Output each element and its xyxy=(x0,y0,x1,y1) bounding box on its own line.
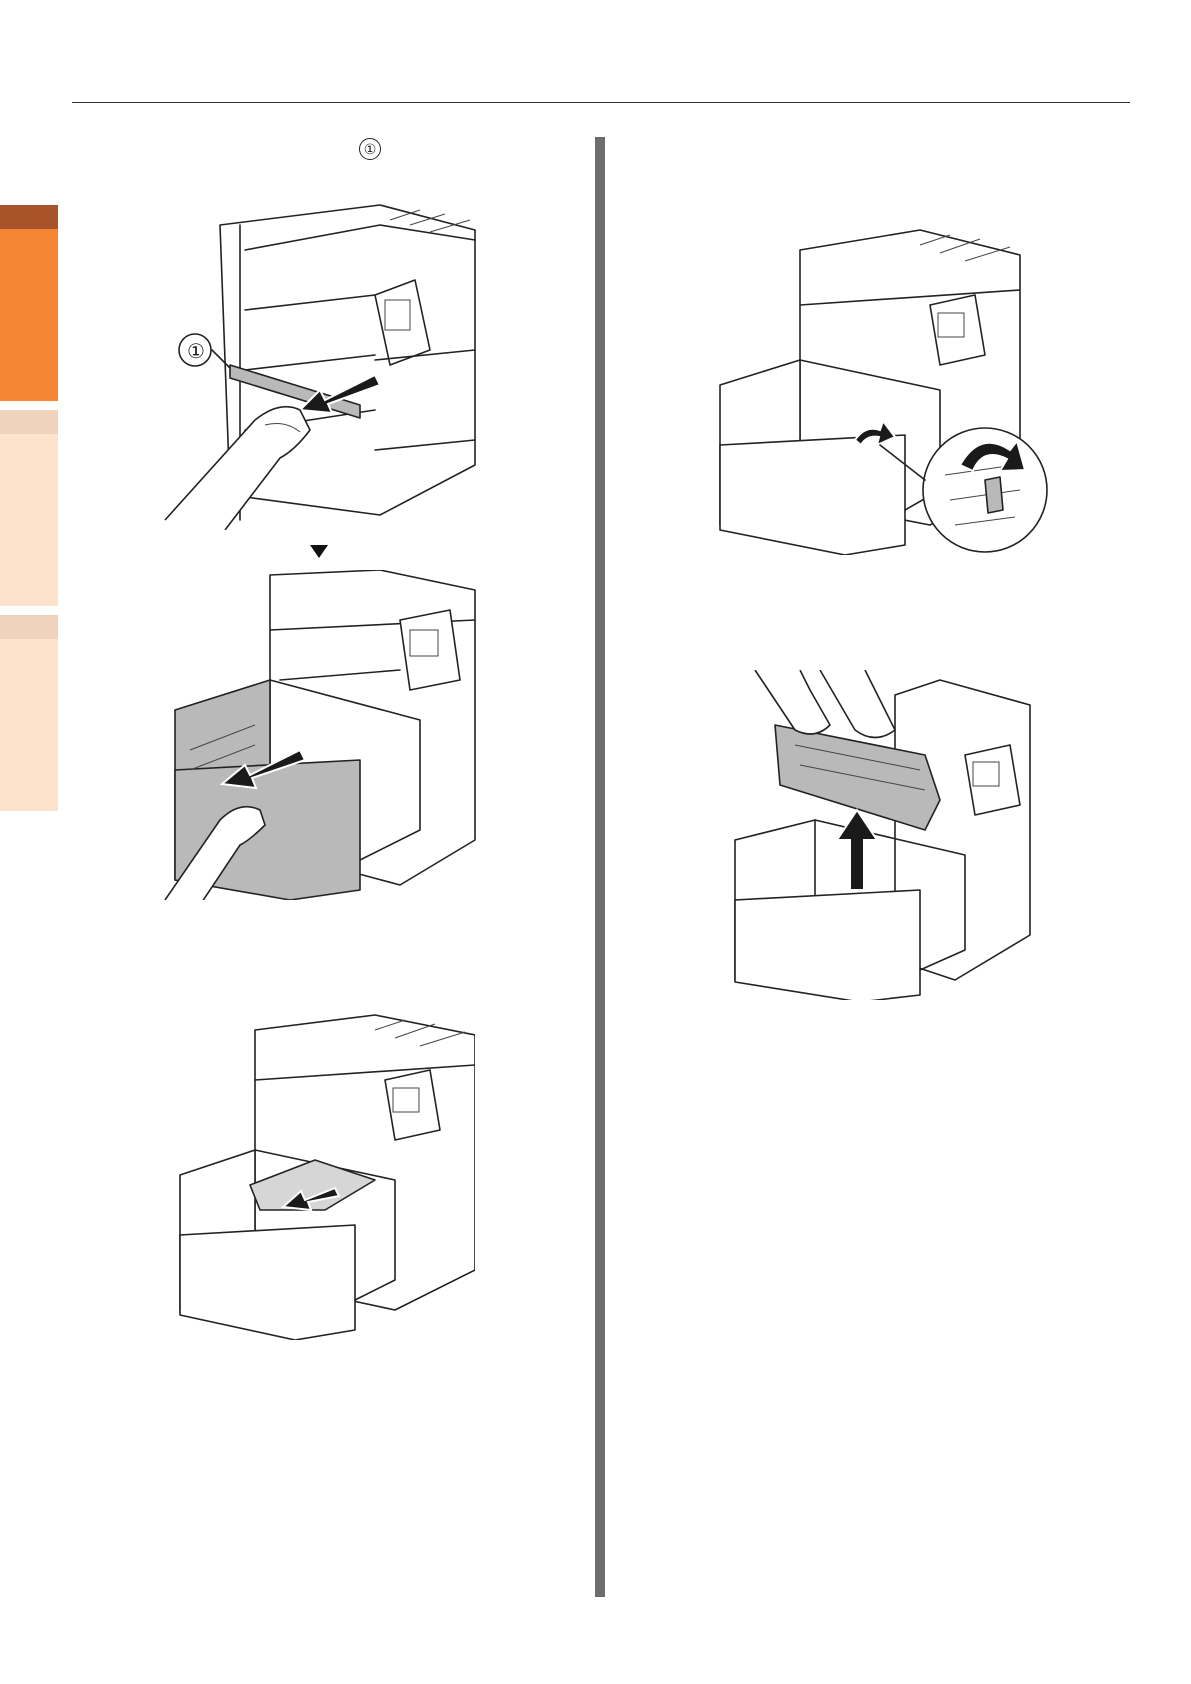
figure-label: ① xyxy=(187,339,205,363)
illustration-lift-fuser xyxy=(725,670,1045,1000)
chapter-tab-2-body xyxy=(0,434,58,606)
illustration-remove-paper xyxy=(175,1010,475,1340)
header-rule xyxy=(72,102,1130,103)
chapter-tab-2[interactable] xyxy=(0,410,58,606)
chapter-tab-3[interactable] xyxy=(0,615,58,811)
chapter-tab-1[interactable] xyxy=(0,205,58,401)
chapter-tab-1-top xyxy=(0,205,58,229)
step-marker: ① xyxy=(359,138,381,160)
chapter-tab-1-body xyxy=(0,229,58,401)
chapter-tab-3-body xyxy=(0,639,58,811)
illustration-lever-pull: ① xyxy=(160,200,480,530)
illustration-release-levers xyxy=(715,225,1050,555)
illustration-drawer-pull xyxy=(160,570,480,900)
detail-magnifier xyxy=(923,428,1047,552)
down-triangle-icon xyxy=(310,545,328,558)
column-divider xyxy=(595,137,605,1597)
chapter-tab-2-top xyxy=(0,410,58,434)
lift-arrow xyxy=(837,810,877,890)
chapter-tab-3-top xyxy=(0,615,58,639)
